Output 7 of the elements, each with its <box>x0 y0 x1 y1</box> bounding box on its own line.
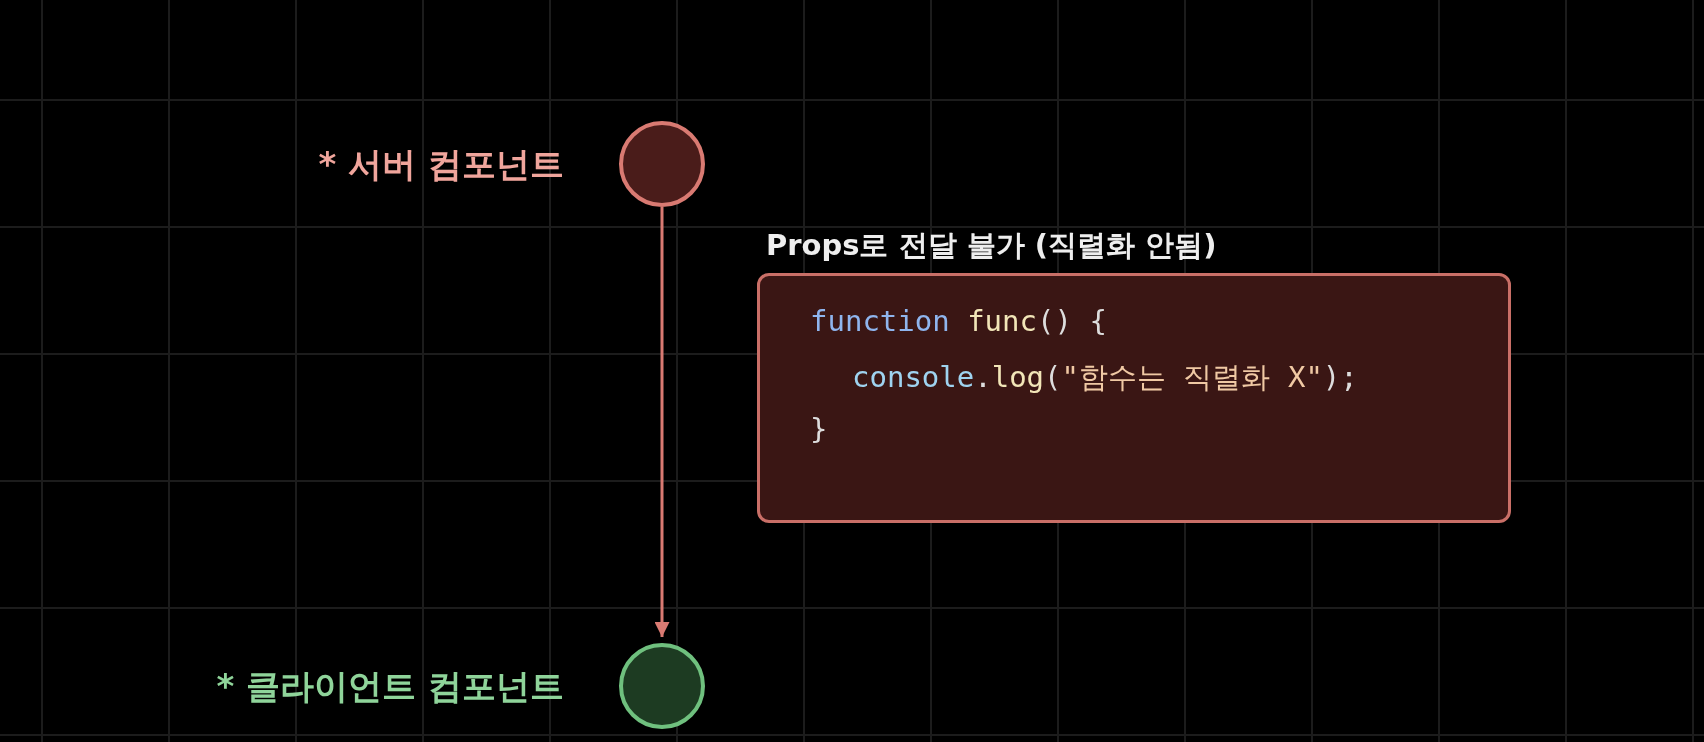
code-line: function func() { <box>810 304 1107 338</box>
code-heading: Props로 전달 불가 (직렬화 안됨) <box>766 227 1217 264</box>
component-label: * 클라이언트 컴포넌트 <box>216 665 564 708</box>
code-line: } <box>810 412 828 446</box>
code-line: console.log("함수는 직렬화 X"); <box>851 359 1358 396</box>
arrow <box>654 207 670 637</box>
component-label: * 서버 컴포넌트 <box>318 143 564 186</box>
